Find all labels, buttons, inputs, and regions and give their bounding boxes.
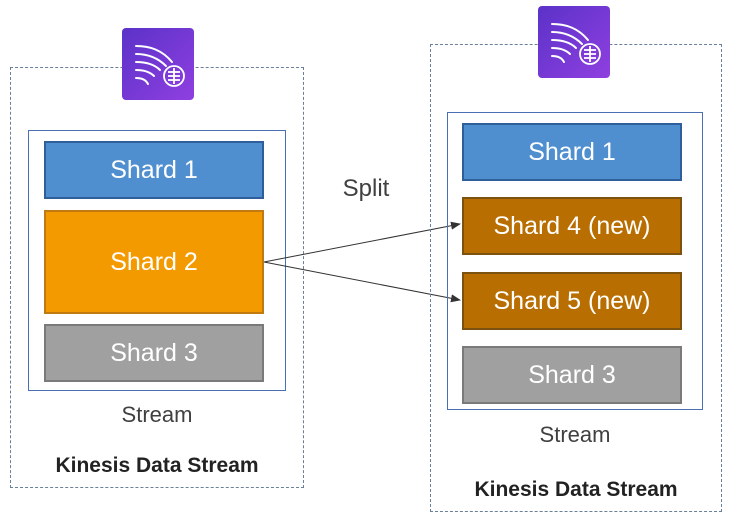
left-diagram-title: Kinesis Data Stream — [55, 454, 259, 477]
right-diagram-title: Kinesis Data Stream — [474, 478, 678, 501]
left-shard-3-label: Shard 3 — [110, 338, 198, 367]
right-kinesis-icon — [538, 6, 610, 78]
kinesis-glyph-icon — [135, 45, 185, 87]
right-stream-box — [447, 112, 703, 410]
right-shard-3-label: Shard 3 — [528, 360, 616, 389]
right-shard-5-label: Shard 5 (new) — [493, 286, 651, 315]
left-shard-3: Shard 3 — [44, 324, 264, 382]
left-stream-label: Stream — [121, 402, 193, 427]
right-shard-3: Shard 3 — [462, 346, 682, 404]
right-shard-1: Shard 1 — [462, 123, 682, 181]
left-kinesis-icon — [122, 28, 194, 100]
left-shard-2: Shard 2 — [44, 210, 264, 314]
right-shard-4-label: Shard 4 (new) — [493, 211, 651, 240]
right-shard-1-label: Shard 1 — [528, 137, 616, 166]
kinesis-glyph-icon — [551, 23, 601, 65]
right-shard-5-new: Shard 5 (new) — [462, 272, 682, 330]
left-shard-1: Shard 1 — [44, 141, 264, 199]
left-shard-1-label: Shard 1 — [110, 155, 198, 184]
right-stream-label: Stream — [539, 422, 611, 447]
right-shard-4-new: Shard 4 (new) — [462, 197, 682, 255]
split-label: Split — [342, 175, 390, 202]
left-shard-2-label: Shard 2 — [110, 247, 198, 276]
